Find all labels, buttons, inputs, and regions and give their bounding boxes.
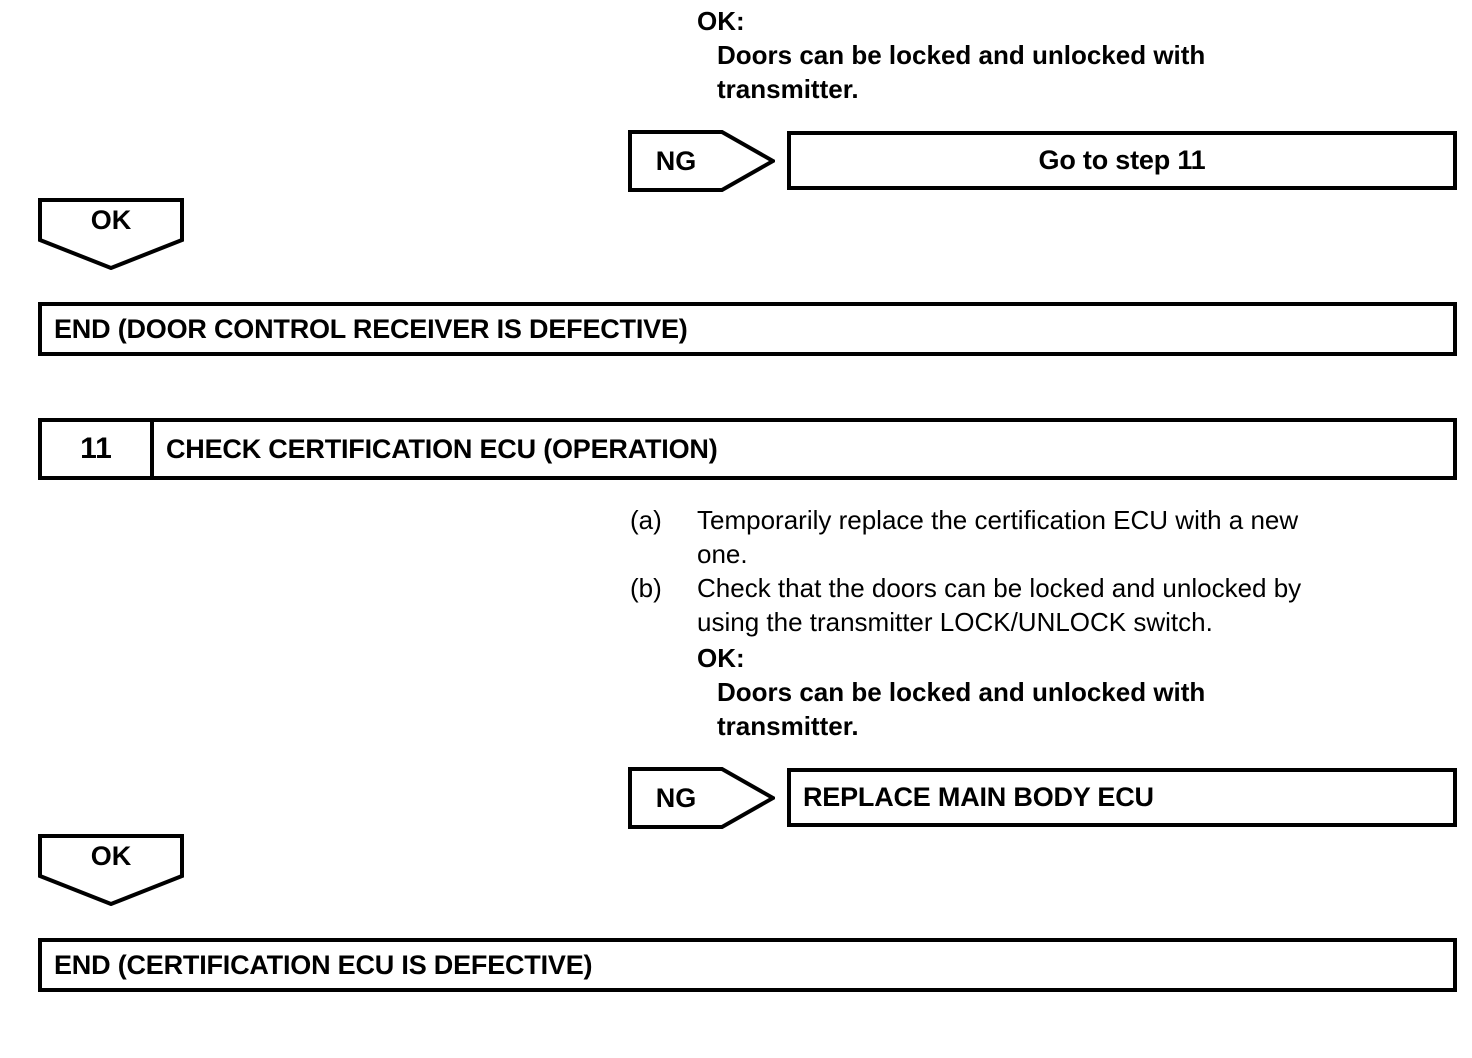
step10-ng-label: NG <box>655 145 697 176</box>
ng-arrow-icon <box>628 130 775 192</box>
step10-ok-arrow: OK <box>38 198 184 270</box>
step11-ok-branch-label: OK <box>90 840 132 871</box>
step10-ok-label: OK: <box>697 6 745 36</box>
procedure-text: Check that the doors can be locked and u… <box>697 571 1301 639</box>
step11-ng-action-box[interactable]: REPLACE MAIN BODY ECU <box>787 768 1457 827</box>
step11-end-box[interactable]: END (CERTIFICATION ECU IS DEFECTIVE) <box>38 938 1457 992</box>
step10-ok-heading: OK: Doors can be locked and unlocked wit… <box>697 4 1205 106</box>
ok-arrow-icon <box>38 198 184 270</box>
step11-ok-label: OK: <box>697 643 745 673</box>
ng-arrow-icon <box>628 767 775 829</box>
step11-ok-heading: OK: Doors can be locked and unlocked wit… <box>697 641 1205 743</box>
step10-end-box[interactable]: END (DOOR CONTROL RECEIVER IS DEFECTIVE) <box>38 302 1457 356</box>
procedure-line1: Temporarily replace the certification EC… <box>697 505 1299 535</box>
step11-header[interactable]: 11 CHECK CERTIFICATION ECU (OPERATION) <box>38 418 1457 480</box>
step11-ok-detail-line1: Doors can be locked and unlocked with <box>717 677 1206 707</box>
step10-ok-detail-line1: Doors can be locked and unlocked with <box>717 40 1206 70</box>
step11-ng-label: NG <box>655 782 697 813</box>
step10-ok-detail-line2: transmitter. <box>717 74 859 104</box>
procedure-item: (a) Temporarily replace the certificatio… <box>630 503 1301 571</box>
procedure-line2: using the transmitter LOCK/UNLOCK switch… <box>697 607 1213 637</box>
procedure-item: (b) Check that the doors can be locked a… <box>630 571 1301 639</box>
procedure-line2: one. <box>697 539 748 569</box>
step11-ng-action-text: REPLACE MAIN BODY ECU <box>803 782 1154 812</box>
step11-ng-arrow: NG <box>628 767 775 829</box>
procedure-marker: (a) <box>630 505 662 535</box>
step10-ng-arrow: NG <box>628 130 775 192</box>
ok-arrow-icon <box>38 834 184 906</box>
procedure-line1: Check that the doors can be locked and u… <box>697 573 1302 603</box>
step11-title: CHECK CERTIFICATION ECU (OPERATION) <box>166 433 718 464</box>
step11-ok-detail-line2: transmitter. <box>717 711 859 741</box>
step10-ng-action-text: Go to step 11 <box>1038 145 1206 175</box>
step11-end-text: END (CERTIFICATION ECU IS DEFECTIVE) <box>54 949 593 980</box>
step10-ok-branch-label: OK <box>90 204 132 235</box>
step11-procedure-list: (a) Temporarily replace the certificatio… <box>630 503 1301 639</box>
procedure-text: Temporarily replace the certification EC… <box>697 503 1298 571</box>
procedure-marker: (b) <box>630 573 662 603</box>
step10-ng-action-box[interactable]: Go to step 11 <box>787 131 1457 190</box>
step10-end-text: END (DOOR CONTROL RECEIVER IS DEFECTIVE) <box>54 313 688 344</box>
step11-number: 11 <box>42 422 154 476</box>
step11-ok-arrow: OK <box>38 834 184 906</box>
